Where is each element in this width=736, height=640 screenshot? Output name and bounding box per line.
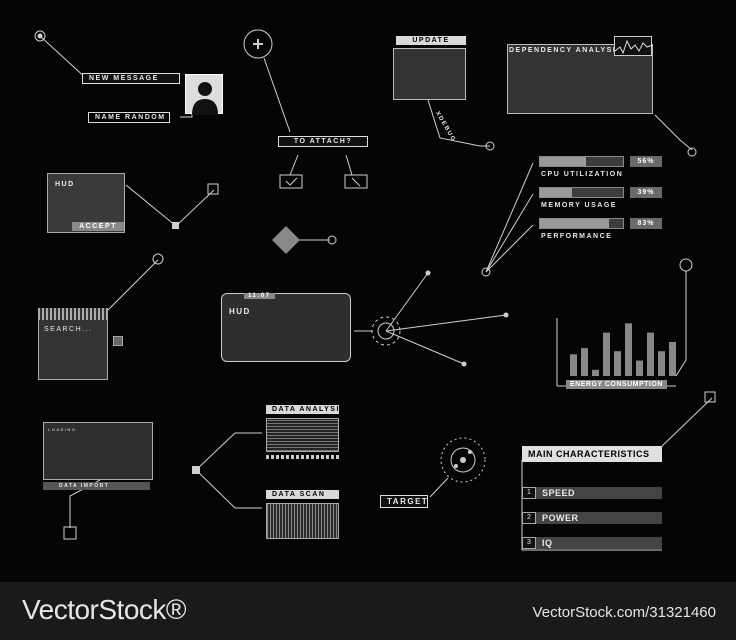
characteristic-label: POWER [542, 513, 579, 523]
energy-bar [636, 360, 643, 376]
loading-label: LOADING [48, 427, 77, 432]
energy-bar [625, 323, 632, 376]
dependency-analysis-label: DEPENDENCY ANALYSIS [509, 47, 623, 54]
search-mini-icon [113, 336, 123, 346]
footer-bar: VectorStock® VectorStock.com/31321460 [0, 582, 736, 640]
avatar [185, 74, 223, 115]
to-attach-label: TO ATTACH? [278, 136, 368, 147]
performance-percent: 83% [630, 218, 662, 229]
brand-logo: VectorStock® [22, 594, 187, 625]
new-message-label: NEW MESSAGE [82, 73, 180, 84]
update-label: UPDATE [396, 36, 466, 45]
characteristic-label: SPEED [542, 488, 576, 498]
energy-bar [581, 348, 588, 376]
search-panel-header [38, 308, 108, 320]
performance-label: PERFORMANCE [541, 233, 613, 240]
hud-main-title: HUD [229, 307, 251, 316]
energy-bar [658, 351, 665, 376]
characteristic-number: 3 [522, 537, 536, 549]
accept-button[interactable]: ACCEPT [72, 222, 124, 231]
cpu-utilization-bar [539, 156, 624, 167]
hud-main-panel [221, 293, 351, 362]
energy-bar [592, 369, 599, 376]
hud-small-title: HUD [55, 181, 75, 188]
data-scan-label: DATA SCAN [266, 490, 339, 499]
data-import-panel [43, 422, 153, 480]
user-icon [192, 82, 218, 115]
characteristic-label: IQ [542, 538, 553, 548]
energy-bar [603, 332, 610, 376]
characteristic-row-speed[interactable]: 1 SPEED [522, 487, 662, 499]
characteristic-number: 2 [522, 512, 536, 524]
search-input[interactable]: SEARCH... [44, 326, 93, 333]
energy-bar [669, 341, 676, 376]
characteristic-number: 1 [522, 487, 536, 499]
data-analysis-label: DATA ANALYSIS [266, 405, 345, 414]
energy-bar [647, 332, 654, 376]
performance-bar [539, 218, 624, 229]
hud-canvas: NEW MESSAGE NAME RANDOM TO ATTACH? UPDAT… [34, 29, 716, 551]
credit-text: VectorStock.com/31321460 [532, 604, 716, 621]
energy-bar [614, 351, 621, 376]
data-scan-panel [266, 503, 339, 539]
target-label: TARGET [380, 495, 428, 508]
memory-usage-bar [539, 187, 624, 198]
energy-bar [570, 354, 577, 376]
mini-graph [614, 36, 654, 56]
data-import-label: DATA IMPORT [43, 482, 150, 490]
cpu-utilization-percent: 56% [630, 156, 662, 167]
update-panel [393, 48, 466, 100]
cpu-utilization-label: CPU UTILIZATION [541, 171, 624, 178]
characteristic-row-iq[interactable]: 3 IQ [522, 537, 662, 549]
data-analysis-progress [266, 455, 339, 459]
memory-usage-fill [540, 188, 573, 197]
dependency-analysis-panel [507, 44, 653, 114]
energy-consumption-label: ENERGY CONSUMPTION [566, 380, 667, 389]
search-panel [38, 308, 108, 380]
cpu-utilization-fill [540, 157, 587, 166]
memory-usage-label: MEMORY USAGE [541, 202, 617, 209]
characteristic-row-power[interactable]: 2 POWER [522, 512, 662, 524]
name-random-label: NAME RANDOM [88, 112, 170, 123]
data-analysis-panel [266, 418, 339, 452]
main-characteristics-title: MAIN CHARACTERISTICS [522, 446, 662, 462]
memory-usage-percent: 39% [630, 187, 662, 198]
performance-fill [540, 219, 609, 228]
hud-main-time: 11:07 [244, 293, 275, 299]
